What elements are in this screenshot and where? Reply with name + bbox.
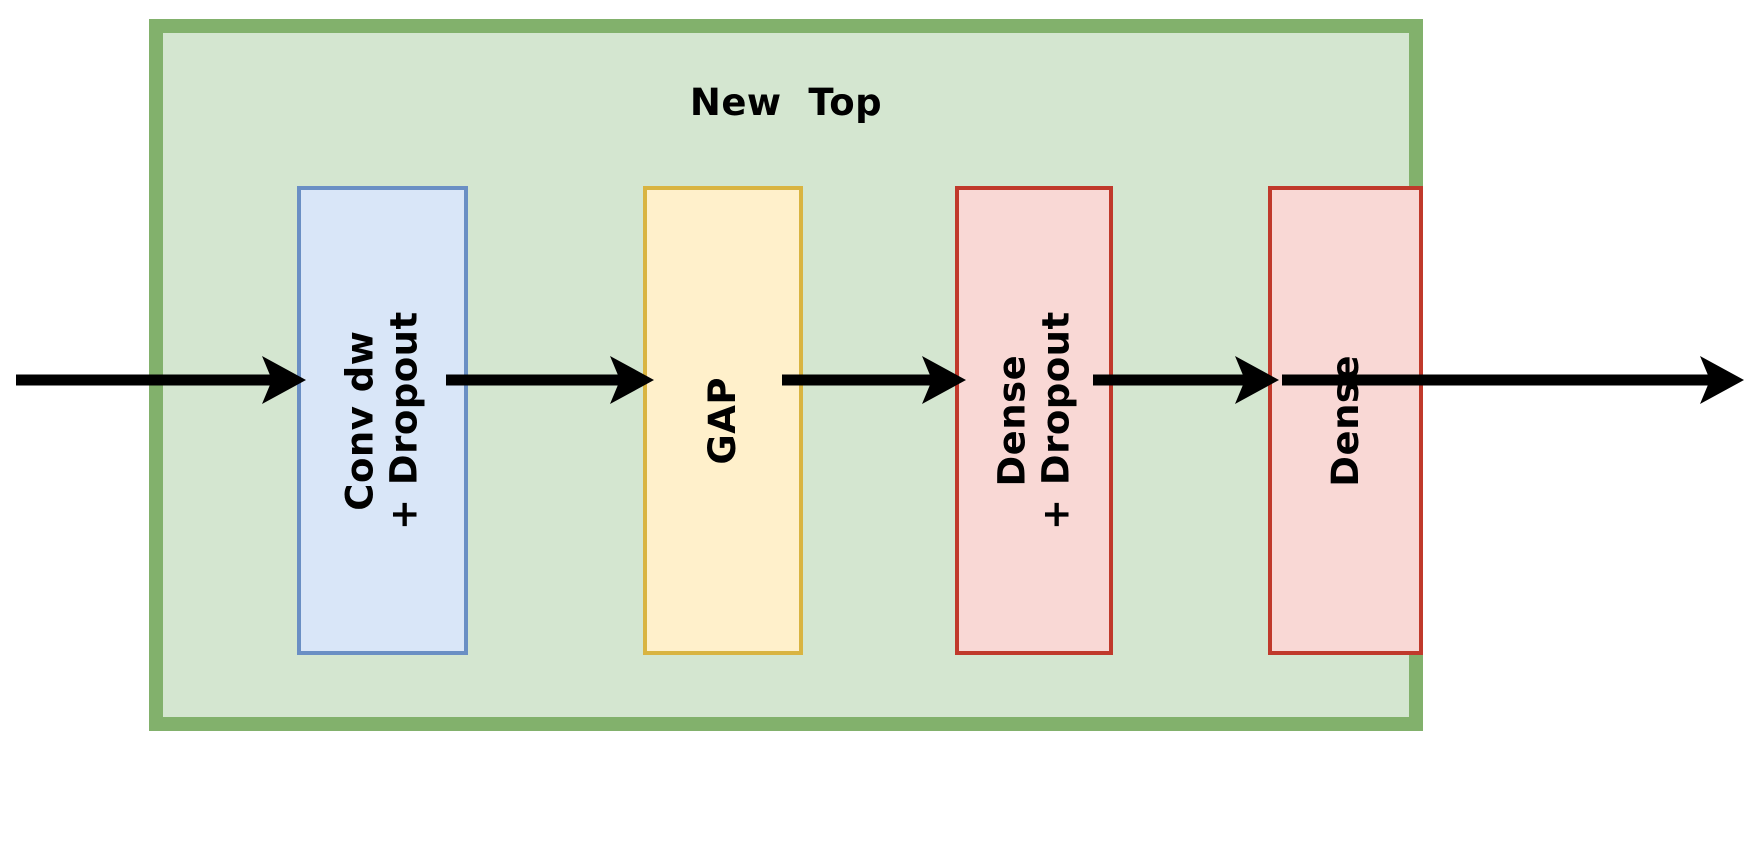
block-conv-dw-dropout[interactable]: Conv dw + Dropout [297,186,468,655]
block-dense[interactable]: Dense [1268,186,1423,655]
block-gap-label: GAP [701,376,745,465]
arrow-right-icon-output [1282,352,1744,408]
block-gap[interactable]: GAP [643,186,803,655]
new-top-title: New Top [689,81,883,124]
arrow-right-icon-dense-to-dense [1093,352,1279,408]
arrow-right-icon-conv-to-gap [446,352,654,408]
block-conv-dw-dropout-label: Conv dw + Dropout [338,311,426,530]
arrow-right-icon-gap-to-dense [782,352,966,408]
arrow-right-icon-input [16,352,306,408]
block-dense-dropout[interactable]: Dense + Dropout [955,186,1113,655]
block-dense-dropout-label: Dense + Dropout [990,311,1078,530]
